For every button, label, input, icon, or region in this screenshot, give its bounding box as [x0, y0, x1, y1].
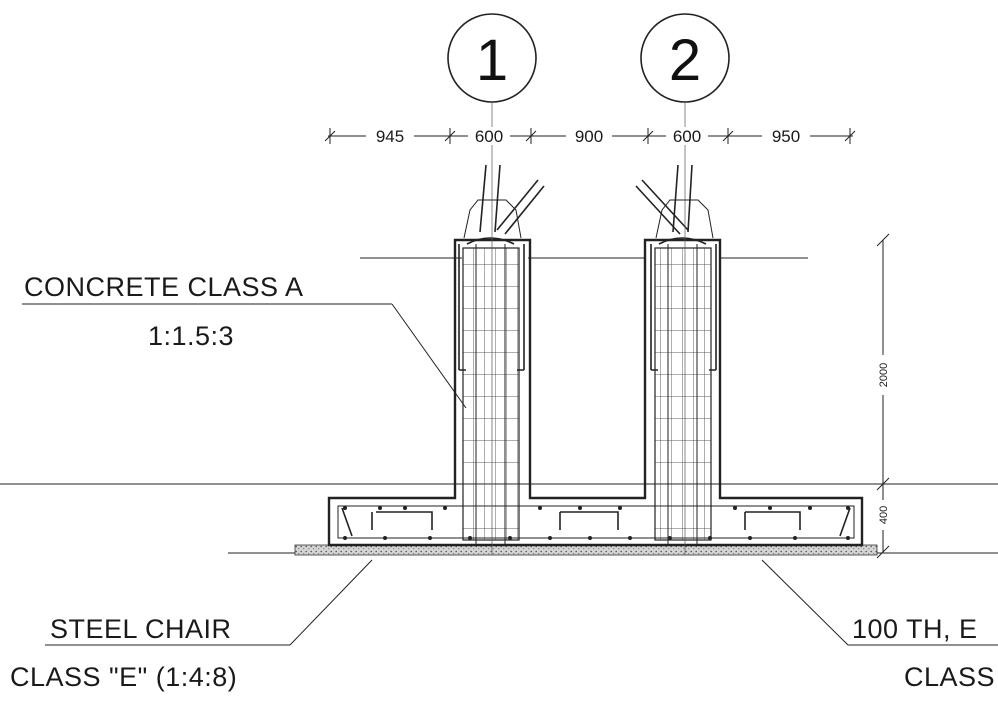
gridline-1-label: 1: [476, 28, 508, 93]
gridline-2: 2: [640, 13, 730, 555]
blinding-class-label: CLASS "E" (1:4:8): [10, 662, 237, 692]
dim-600-b: 600: [673, 127, 701, 146]
blinding-class-right-label: CLASS: [904, 662, 995, 692]
vertical-dimensions: 2000 400: [876, 233, 890, 559]
dim-945: 945: [376, 127, 404, 146]
leaders: [22, 303, 998, 646]
steel-chair-label: STEEL CHAIR: [50, 614, 232, 644]
column-1: [458, 164, 545, 545]
gridline-1: 1: [447, 13, 537, 555]
column-2: [635, 164, 717, 545]
horizontal-dimensions: 945 600 900 600 950: [324, 127, 856, 146]
gridline-2-label: 2: [669, 28, 701, 93]
dim-2000: 2000: [878, 363, 890, 387]
dim-400: 400: [878, 506, 890, 524]
concrete-mix-label: 1:1.5:3: [148, 321, 234, 351]
dim-950: 950: [772, 127, 800, 146]
concrete-class-label: CONCRETE CLASS A: [24, 272, 304, 302]
dim-600-a: 600: [475, 127, 503, 146]
dim-900: 900: [575, 127, 603, 146]
blinding-layer: [294, 544, 878, 556]
footing: [327, 238, 864, 547]
blinding-thickness-label: 100 TH, E: [852, 614, 978, 644]
